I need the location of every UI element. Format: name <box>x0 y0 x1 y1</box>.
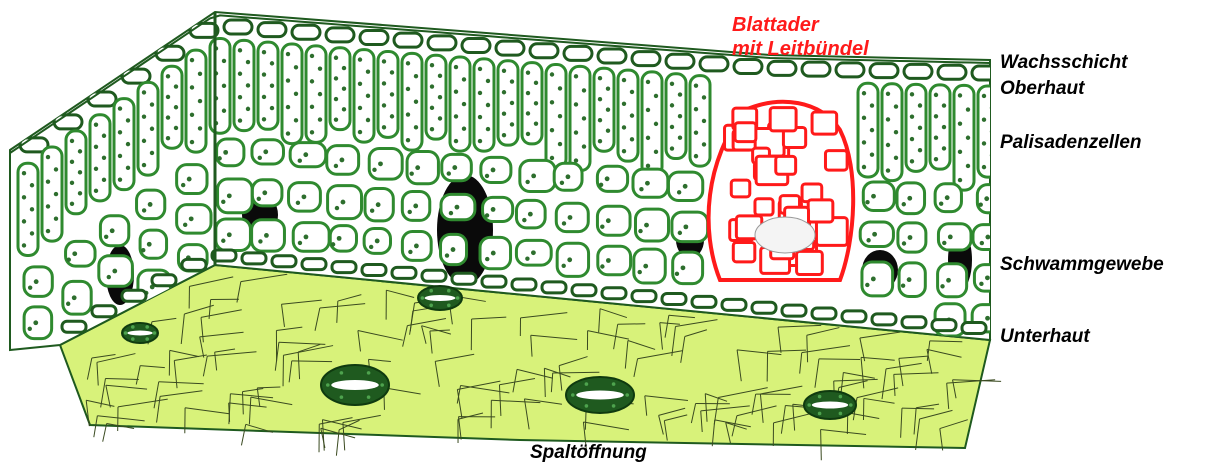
label-spaltoeffnung: Spaltöffnung <box>530 442 647 464</box>
label-palisadenzellen: Palisadenzellen <box>1000 132 1142 154</box>
stoma-icon <box>321 365 389 405</box>
label-schwammgewebe: Schwammgewebe <box>1000 254 1164 276</box>
label-oberhaut: Oberhaut <box>1000 78 1084 100</box>
label-wachsschicht: Wachsschicht <box>1000 52 1127 74</box>
label-unterhaut: Unterhaut <box>1000 326 1090 348</box>
vascular-bundle <box>709 102 854 280</box>
stoma-icon <box>418 286 462 310</box>
stoma-icon <box>804 391 856 419</box>
label-blattader-line2: mit Leitbündel <box>732 38 869 60</box>
label-blattader-line1: Blattader <box>732 14 819 36</box>
stoma-icon <box>122 323 158 343</box>
stoma-icon <box>566 377 634 413</box>
